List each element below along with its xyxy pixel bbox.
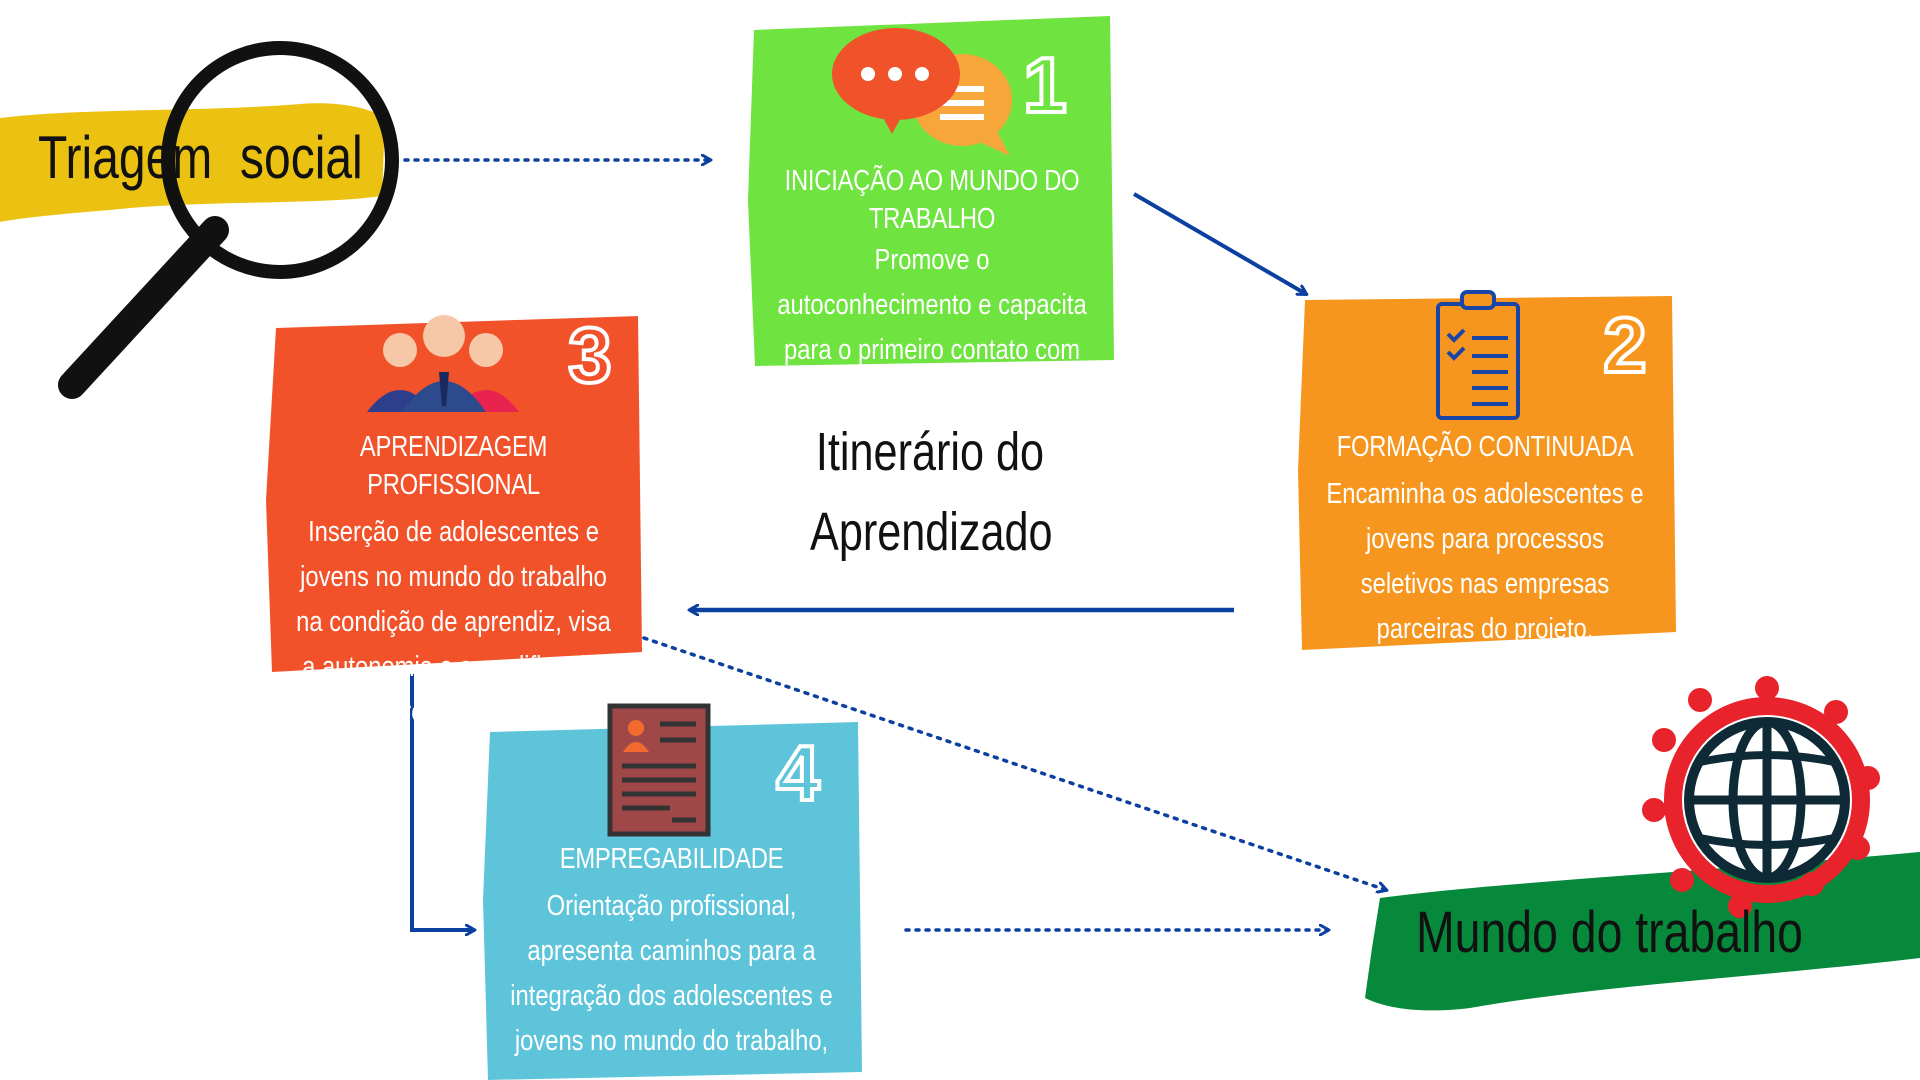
arrow-step-3-to-step-4 [410, 674, 474, 930]
step-box-1 [748, 16, 1114, 366]
step-2-body: Encaminha os adolescentes e jovens para … [1326, 478, 1644, 645]
step-box-2 [1298, 296, 1676, 650]
step-number-2: 2 [1603, 301, 1646, 389]
step-1-text: INICIAÇÃO AO MUNDO DO TRABALHO Promove o… [776, 162, 1088, 418]
step-1-body: Promove o autoconhecimento e capacita pa… [777, 244, 1087, 411]
step-3-text: APRENDIZAGEM PROFISSIONAL Inserção de ad… [292, 428, 616, 735]
arrow-step-3-to-mundo [642, 636, 1386, 890]
step-4-body: Orientação profissional, apresenta camin… [510, 890, 833, 1057]
yellow-brush-band [0, 103, 385, 222]
step-box-4 [483, 722, 862, 1080]
arrow-step-1-to-step-2 [1132, 192, 1306, 294]
step-2-title: FORMAÇÃO CONTINUADA [1336, 431, 1634, 463]
page-title-line-1: Itinerário do [815, 422, 1045, 482]
step-number-4: 4 [776, 729, 819, 817]
step-4-text: EMPREGABILIDADE Orientação profissional,… [510, 840, 834, 1064]
magnifier-icon [58, 41, 399, 399]
clipboard-icon [1436, 290, 1520, 420]
step-number-3: 3 [568, 311, 611, 399]
step-number-1: 1 [1023, 41, 1066, 129]
step-3-body: Inserção de adolescentes e jovens no mun… [296, 516, 611, 728]
page-title-line-2: Aprendizado [810, 502, 1053, 562]
triagem-label: Triagem social [38, 122, 363, 194]
page-title: Itinerário do Aprendizado [810, 412, 1053, 572]
step-1-title: INICIAÇÃO AO MUNDO DO TRABALHO [784, 165, 1080, 235]
step-3-title: APRENDIZAGEM PROFISSIONAL [359, 431, 548, 501]
social-word: social [240, 124, 363, 191]
people-group-icon [367, 315, 519, 412]
mundo-label: Mundo do trabalho [1416, 900, 1803, 965]
resume-icon [607, 703, 711, 837]
chat-bubbles-icon [832, 28, 1012, 156]
triagem-word: Triagem [38, 124, 213, 191]
step-4-title: EMPREGABILIDADE [559, 843, 784, 875]
globe-icon [1642, 676, 1880, 918]
step-2-text: FORMAÇÃO CONTINUADA Encaminha os adolesc… [1325, 428, 1645, 652]
step-box-3 [266, 316, 642, 672]
